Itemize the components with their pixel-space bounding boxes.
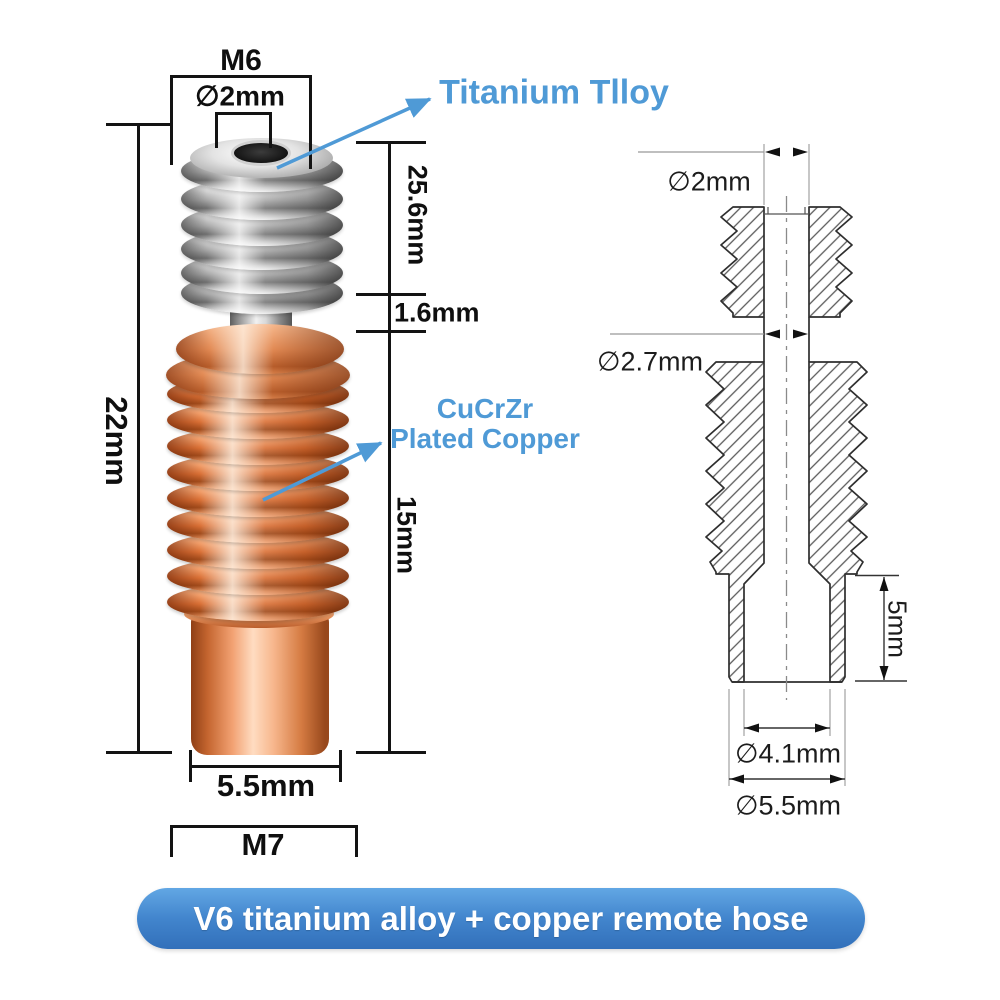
dim-label-total-length: 22mm	[99, 396, 134, 486]
drawing-label-bore-top: ∅2mm	[667, 166, 751, 197]
filament-bore	[231, 140, 291, 166]
dim-label-neck: 1.6mm	[394, 297, 480, 328]
dim-line	[215, 112, 272, 115]
dim-label-copper-length: 15mm	[391, 495, 422, 575]
dim-line	[170, 825, 358, 828]
dim-line	[339, 750, 342, 782]
callout-cucrzr-copper: CuCrZr Plated Copper	[390, 394, 580, 454]
callout-line2: Plated Copper	[390, 423, 580, 454]
product-banner: V6 titanium alloy + copper remote hose	[137, 888, 865, 949]
dim-line	[388, 141, 391, 754]
callout-line1: CuCrZr	[436, 393, 534, 424]
dim-bore-bottom	[743, 689, 831, 736]
dim-bore-mid	[610, 329, 808, 339]
dim-line	[215, 112, 218, 148]
dim-label-cylinder-width: 5.5mm	[216, 768, 316, 803]
dim-line	[356, 751, 426, 754]
dim-label-m6: M6	[220, 44, 262, 77]
drawing-label-cylinder-outer: ∅5.5mm	[734, 790, 842, 821]
dim-line	[355, 825, 358, 857]
dim-line	[190, 765, 342, 768]
dim-line	[269, 112, 272, 148]
dim-line	[356, 330, 426, 333]
dim-line	[170, 75, 312, 78]
dim-cylinder-outer	[728, 689, 846, 786]
drawing-label-bore-bottom: ∅4.1mm	[734, 738, 842, 769]
dim-line	[106, 123, 172, 126]
dim-line	[170, 825, 173, 857]
dim-line	[189, 750, 192, 782]
drawing-label-bore-mid: ∅2.7mm	[596, 346, 704, 377]
dim-label-bore: ∅2mm	[195, 80, 285, 112]
dim-label-titanium-length: 25.6mm	[402, 164, 433, 266]
dim-line	[356, 141, 426, 144]
dim-line	[106, 751, 172, 754]
callout-titanium-alloy: Titanium Tlloy	[439, 73, 669, 112]
dim-line	[356, 293, 426, 296]
banner-text: V6 titanium alloy + copper remote hose	[193, 900, 809, 937]
dim-label-m7: M7	[241, 827, 285, 862]
dim-line	[170, 75, 173, 165]
drawing-label-cylinder-height: 5mm	[882, 600, 913, 658]
copper-cylinder	[191, 612, 329, 755]
copper-flange	[176, 324, 344, 374]
dim-line	[137, 123, 140, 754]
dim-line	[309, 75, 312, 169]
